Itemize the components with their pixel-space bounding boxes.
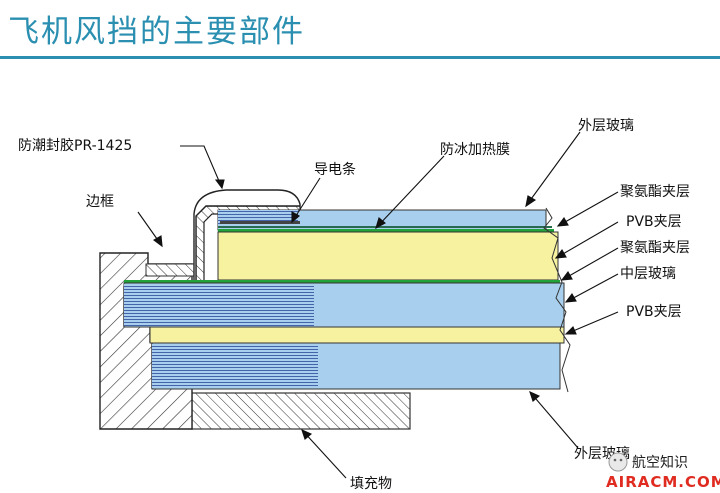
label-pu-interlayer-1: 聚氨酯夹层 [620,184,690,200]
label-heating-film: 防冰加热膜 [440,142,510,158]
heating-film [218,229,554,232]
label-filler: 填充物 [350,476,392,492]
label-sealant: 防潮封胶PR-1425 [18,137,132,154]
watermark-brand: 航空知识 [632,454,688,471]
leader-pu-2 [561,247,619,281]
filler-block [191,392,411,430]
label-bus-bar: 导电条 [314,161,356,178]
arrow-pvb-2 [564,326,577,335]
pu-interlayer-2 [124,280,560,283]
watermark: 航空知识 AIRACM.COM [606,452,720,491]
arrow-bus-bar [291,211,300,224]
pvb-layer-2 [149,326,565,344]
outer-glass-top-hatched [218,210,298,230]
leader-pu-1 [557,191,619,227]
watermark-site: AIRACM.COM [606,473,720,491]
arrow-sealant [214,179,225,190]
middle-glass-hatched [124,284,314,326]
leader-pvb-1 [555,221,619,259]
retainer-block [145,263,195,277]
arrow-pvb-1 [554,249,567,259]
moisture-sealant-bead [193,189,301,289]
label-middle-glass: 中层玻璃 [620,265,676,282]
page-title: 飞机风挡的主要部件 [8,14,305,50]
pu-interlayer-1 [218,226,552,228]
arrow-frame [153,235,163,248]
break-line-right [543,207,571,393]
wechat-icon-eye-l [613,458,617,462]
leader-heating-film [375,155,445,229]
arrow-pu-2 [560,271,573,281]
arrow-heating-film [375,217,386,230]
label-pvb-1: PVB夹层 [626,214,682,230]
outer-glass-bottom-hatched [152,344,318,388]
label-outer-glass-top: 外层玻璃 [578,117,634,134]
label-pvb-2: PVB夹层 [626,304,682,320]
arrow-filler [301,428,313,440]
arrow-middle-glass [564,293,577,303]
arrow-outer-glass-top [525,195,537,208]
leader-middle-glass [565,273,619,303]
leader-outer-glass-top [525,131,581,207]
wechat-icon-eye-r [619,458,623,462]
leader-sealant [180,145,223,189]
title-underline [0,56,720,59]
arrow-pu-1 [556,217,569,227]
pvb-layer-1 [217,231,559,281]
arrow-outer-glass-bottom [529,390,541,402]
bus-bar [220,221,300,224]
label-frame: 边框 [86,194,114,210]
leader-outer-glass-bottom [529,391,579,449]
leader-filler [301,429,347,479]
label-pu-interlayer-2: 聚氨酯夹层 [620,240,690,256]
wechat-icon [608,452,628,472]
